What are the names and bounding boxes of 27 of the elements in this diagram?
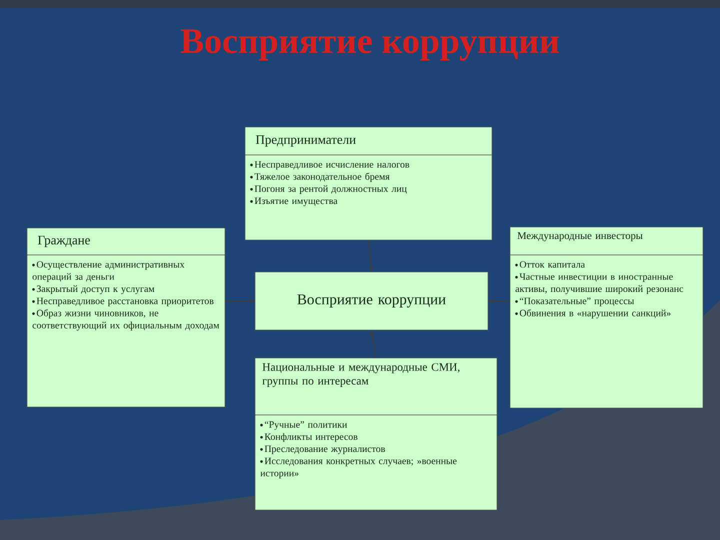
bullet-item: Преследование журналистов xyxy=(260,446,385,454)
bullet-item: Отток капитала xyxy=(515,261,585,268)
box-heading: Международные инвесторы xyxy=(518,232,643,242)
text-box xyxy=(244,126,492,240)
text-box xyxy=(510,226,704,408)
title: Восприятие коррупции xyxy=(180,29,559,61)
bullet-item: Образ жизни чиновников, не соответствующий их официальным доходам xyxy=(32,309,220,331)
bullet-item: “Ручные” политики xyxy=(260,421,347,430)
bullet-item: Обвинения в «нарушении санкций» xyxy=(515,309,670,318)
bullet-item: Частные инвестиции в иностранные активы, получившие широкий резонанс xyxy=(515,273,684,294)
bullet-item: Несправедливое расстановка приоритетов xyxy=(32,298,214,306)
text-box xyxy=(26,228,226,408)
bullet-item: Закрытый доступ к услугам xyxy=(32,285,154,294)
bullet-item: Исследования конкретных случаев; »военные истории» xyxy=(260,458,457,478)
text-box xyxy=(254,358,498,510)
bullet-item: Погоня за рентой должностных лиц xyxy=(250,185,407,194)
bullet-item: “Показательные” процессы xyxy=(515,298,634,306)
bullet-item: Конфликты интересов xyxy=(260,433,358,442)
box-text: Восприятие коррупции xyxy=(297,294,446,308)
box-heading: Национальные и международные СМИ, группы по интересам xyxy=(262,363,460,387)
box-heading: Предприниматели xyxy=(256,135,356,147)
bullet-item: Изъятие имущества xyxy=(250,198,338,206)
bullet-item: Осуществление административных операций за деньги xyxy=(32,261,184,282)
text-box xyxy=(254,272,488,330)
bullet-item: Несправедливое исчисление налогов xyxy=(250,161,410,170)
bullet-item: Тяжелое законодательное бремя xyxy=(250,172,390,182)
box-heading: Граждане xyxy=(38,236,90,248)
